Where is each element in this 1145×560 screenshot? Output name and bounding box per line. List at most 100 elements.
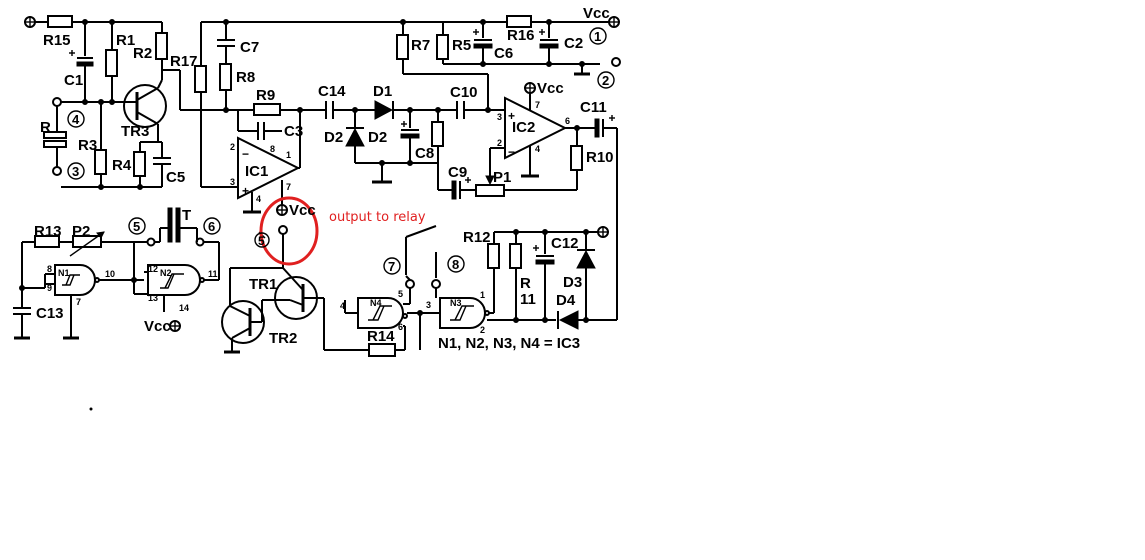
terminal-2 bbox=[611, 57, 621, 67]
capacitor-c2 bbox=[539, 43, 559, 49]
resistor-r4 bbox=[133, 151, 146, 177]
label-r1: R1 bbox=[116, 32, 135, 49]
label-r15: R15 bbox=[43, 32, 71, 49]
transistor-tr2 bbox=[221, 300, 265, 344]
label-ic1: IC1 bbox=[245, 163, 268, 180]
ic1-stage: − + bbox=[194, 19, 582, 262]
label-c6: C6 bbox=[494, 45, 513, 62]
label-c13: C13 bbox=[36, 305, 64, 322]
component-labels: R15 R1 R2 R17 C7 R8 R7 R5 C6 R16 C2 Vcc … bbox=[34, 5, 614, 352]
gate-stage bbox=[344, 225, 617, 357]
label-r: R bbox=[40, 119, 51, 136]
label-vcc-top: Vcc bbox=[583, 5, 610, 22]
resistor-r16 bbox=[506, 15, 532, 28]
pin-label: 4 bbox=[535, 144, 540, 154]
capacitor-c1 bbox=[76, 61, 94, 67]
terminal-5 bbox=[146, 237, 156, 247]
label-r12: R12 bbox=[463, 229, 491, 246]
pin-label: 10 bbox=[105, 269, 115, 279]
label-c3: C3 bbox=[284, 123, 303, 140]
capacitor-c8 bbox=[400, 133, 420, 139]
pin-label: 2 bbox=[230, 142, 235, 152]
label-c12: C12 bbox=[551, 235, 579, 252]
label-tr2: TR2 bbox=[269, 330, 297, 347]
terminal-5-output bbox=[278, 225, 288, 235]
opamp-ic2 bbox=[504, 96, 568, 160]
label-r5: R5 bbox=[452, 37, 471, 54]
svg-text:−: − bbox=[508, 145, 515, 159]
pin-label: 9 bbox=[47, 283, 52, 293]
label-d1: D1 bbox=[373, 83, 392, 100]
label-r13: R13 bbox=[34, 223, 62, 240]
pin-label: 7 bbox=[535, 100, 540, 110]
pin-label: 6 bbox=[565, 116, 570, 126]
terminal-number-6: 6 bbox=[208, 219, 215, 234]
annotation-output-to-relay: output to relay bbox=[329, 210, 426, 225]
diode-d2 bbox=[345, 127, 365, 147]
opamp-ic1 bbox=[237, 136, 301, 200]
label-c11: C11 bbox=[580, 99, 607, 116]
pin-label: 4 bbox=[340, 301, 345, 311]
sensor-r bbox=[43, 131, 67, 139]
terminal-number-5: 5 bbox=[133, 219, 140, 234]
diode-d4 bbox=[558, 310, 579, 330]
potentiometer-p1 bbox=[475, 184, 505, 197]
capacitor-c12 bbox=[535, 259, 555, 265]
resistor-bias bbox=[431, 121, 444, 147]
pin-label: 14 bbox=[179, 303, 189, 313]
pin-label: 6 bbox=[398, 322, 403, 332]
vcc-right-terminal bbox=[597, 226, 609, 238]
switch bbox=[405, 225, 437, 238]
pin-label: 3 bbox=[426, 300, 431, 310]
ic2-stage: + − bbox=[396, 15, 621, 320]
terminal-numbers: 1 2 3 4 5 5 6 7 8 bbox=[67, 27, 615, 275]
resistor-r1 bbox=[105, 49, 118, 77]
relay-driver bbox=[221, 262, 405, 354]
pin-label: 4 bbox=[256, 194, 261, 204]
label-p1: P1 bbox=[493, 169, 511, 186]
resistor-r15 bbox=[47, 15, 73, 28]
pin-label: 3 bbox=[230, 177, 235, 187]
label-p2: P2 bbox=[72, 223, 90, 240]
terminal-8 bbox=[431, 279, 441, 289]
label-r4: R4 bbox=[112, 157, 132, 174]
label-d2-left: D2 bbox=[324, 129, 343, 146]
resistor-r14 bbox=[368, 343, 396, 357]
label-d4: D4 bbox=[556, 292, 576, 309]
rectifier-stage bbox=[314, 100, 577, 200]
capacitor-c9 bbox=[451, 180, 457, 200]
pin-label: 8 bbox=[47, 264, 52, 274]
resistor-r5 bbox=[436, 34, 449, 60]
terminal-number-4: 4 bbox=[72, 112, 80, 127]
label-r11-r: R bbox=[520, 275, 531, 292]
label-c2: C2 bbox=[564, 35, 583, 52]
label-r14: R14 bbox=[367, 328, 395, 345]
pin-label: 12 bbox=[148, 264, 158, 274]
label-r11-num: 11 bbox=[520, 291, 536, 308]
terminal-number-2: 2 bbox=[602, 73, 609, 88]
label-tr1: TR1 bbox=[249, 276, 277, 293]
label-vcc-ic2: Vcc bbox=[537, 80, 564, 97]
pin-label: 3 bbox=[497, 112, 502, 122]
label-r9: R9 bbox=[256, 87, 275, 104]
pin-label: 5 bbox=[398, 289, 403, 299]
label-r3: R3 bbox=[78, 137, 97, 154]
terminal-7 bbox=[405, 279, 415, 289]
resistor-r7 bbox=[396, 34, 409, 60]
gate-labels: N1 N2 N3 N4 bbox=[58, 268, 462, 308]
oscillator-stage bbox=[13, 207, 220, 340]
label-c8: C8 bbox=[415, 145, 434, 162]
transistor-tr3 bbox=[123, 84, 167, 128]
capacitor-c6 bbox=[473, 43, 493, 49]
label-vcc-relay: Vcc bbox=[289, 202, 316, 219]
resistor-r8 bbox=[219, 63, 232, 91]
label-c1: C1 bbox=[64, 72, 83, 89]
pin-label: 8 bbox=[270, 144, 275, 154]
vcc-relay-terminal bbox=[276, 204, 288, 216]
label-c14: C14 bbox=[318, 83, 346, 100]
pin-label: 13 bbox=[148, 293, 158, 303]
label-vcc-low: Vcc bbox=[144, 318, 171, 335]
pin-label: 2 bbox=[497, 138, 502, 148]
terminal-4 bbox=[52, 97, 62, 107]
